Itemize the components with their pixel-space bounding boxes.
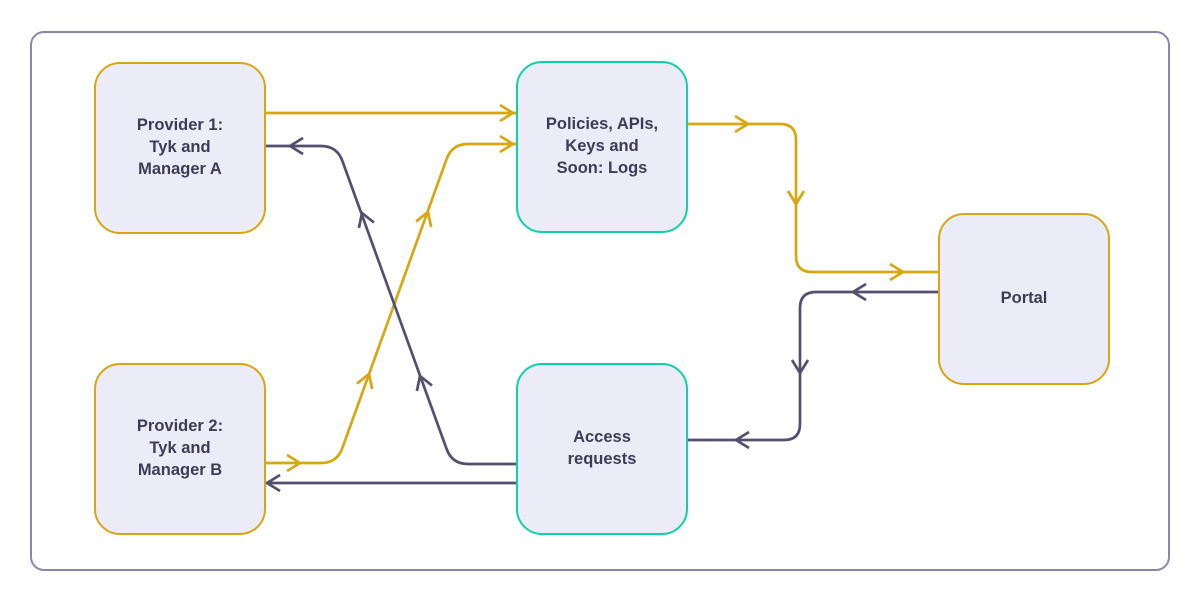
arrowhead-icon <box>786 190 806 207</box>
node-provider-1: Provider 1: Tyk and Manager A <box>94 62 266 234</box>
arrowhead-icon <box>499 134 516 154</box>
arrowhead-icon <box>264 473 281 493</box>
edge-provider2-to-policies <box>263 134 517 473</box>
node-policies-apis-keys: Policies, APIs, Keys and Soon: Logs <box>516 61 688 233</box>
node-provider-1-label: Provider 1: Tyk and Manager A <box>136 116 224 178</box>
edge-policies-to-portal <box>684 114 939 282</box>
node-access-requests-label: Access requests <box>567 428 637 468</box>
node-provider-2-label: Provider 2: Tyk and Manager B <box>136 417 224 479</box>
node-portal-label: Portal <box>1000 289 1048 308</box>
arrowhead-icon <box>850 282 867 302</box>
edge-line-portal-to-access-requests <box>683 290 939 442</box>
arrowhead-icon <box>356 371 374 390</box>
edge-access-requests-to-provider1 <box>262 136 516 466</box>
arrowhead-icon <box>415 373 433 392</box>
node-provider-2: Provider 2: Tyk and Manager B <box>94 363 266 535</box>
arrowhead-icon <box>790 359 810 376</box>
edge-provider1-to-policies <box>263 103 517 123</box>
edge-line-provider2-to-policies <box>263 142 517 465</box>
node-policies-apis-keys-label: Policies, APIs, Keys and Soon: Logs <box>545 115 659 177</box>
node-portal: Portal <box>938 213 1110 385</box>
arrowhead-icon <box>733 430 750 450</box>
arrowhead-icon <box>734 114 751 134</box>
edge-access-requests-to-provider2 <box>262 473 516 493</box>
arrowhead-icon <box>889 262 906 282</box>
arrowhead-icon <box>357 210 375 229</box>
outer-frame <box>30 31 1170 571</box>
arrowhead-icon <box>287 136 304 156</box>
node-access-requests: Access requests <box>516 363 688 535</box>
edge-portal-to-access-requests <box>683 282 939 450</box>
edge-line-access-requests-to-provider1 <box>262 144 516 466</box>
edge-line-policies-to-portal <box>684 122 939 274</box>
arrowhead-icon <box>499 103 516 123</box>
arrowhead-icon <box>415 209 433 228</box>
arrowhead-icon <box>286 453 303 473</box>
